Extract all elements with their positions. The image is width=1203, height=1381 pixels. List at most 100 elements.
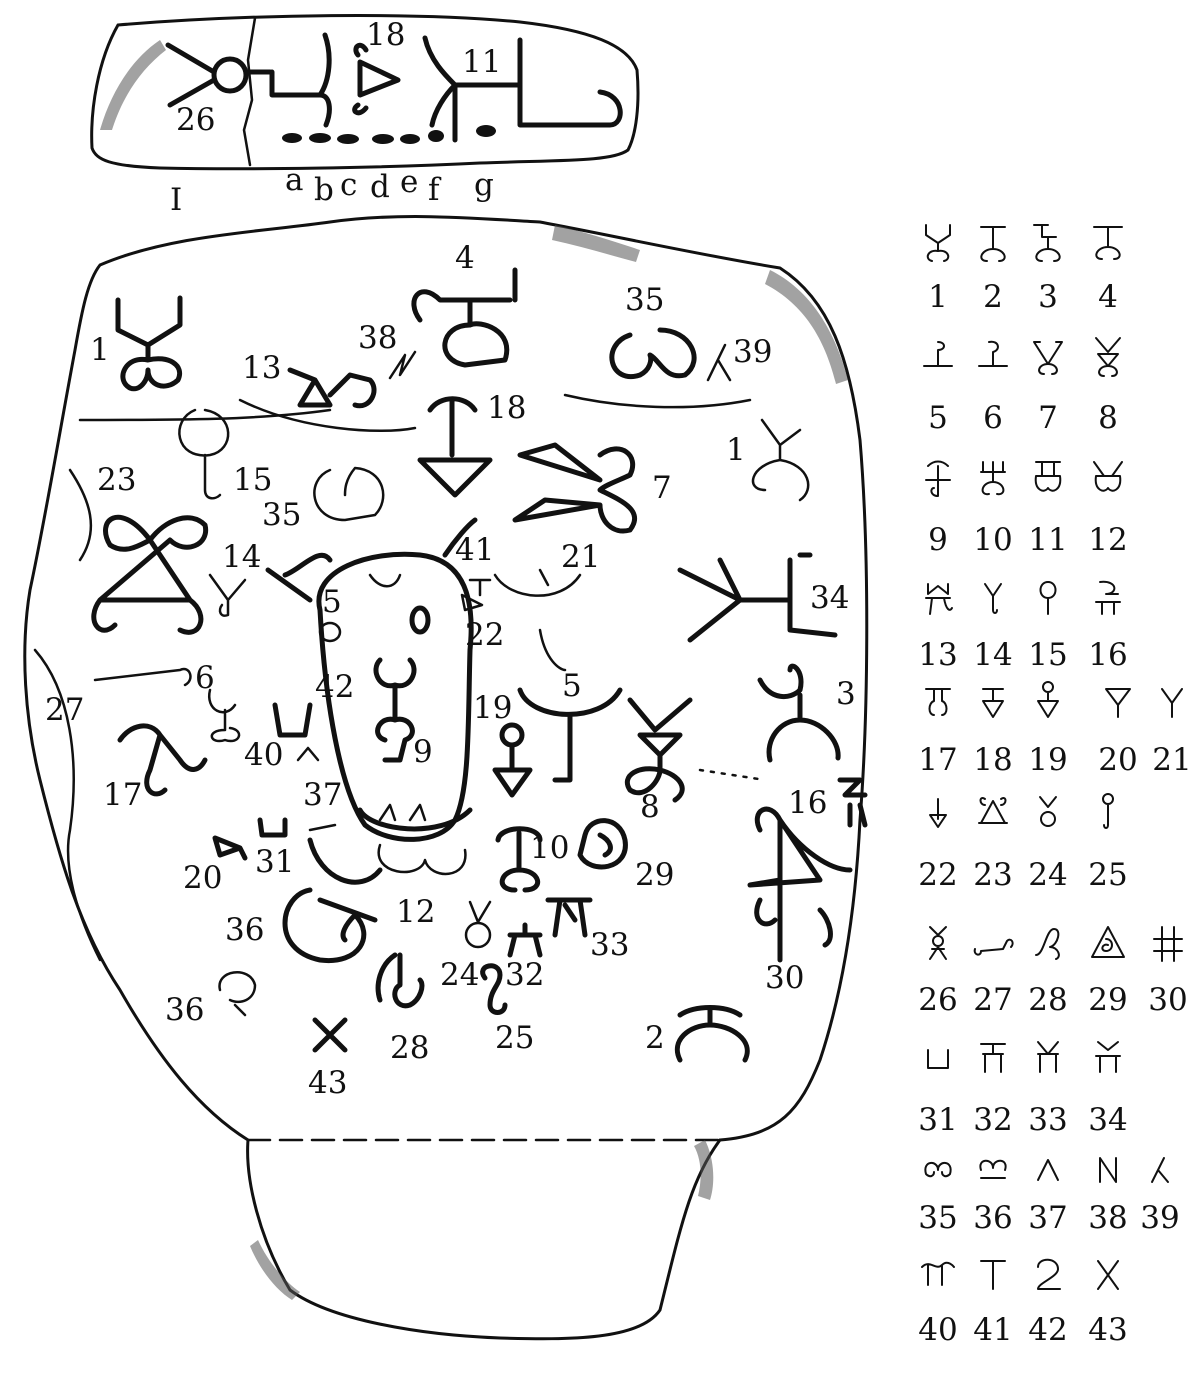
key-label: 11 xyxy=(1028,522,1067,558)
key-label: 6 xyxy=(983,400,1003,436)
key-label: 38 xyxy=(1088,1200,1127,1236)
stone-edge-shading xyxy=(552,225,640,262)
key-label: 4 xyxy=(1098,279,1118,315)
key-glyph-circle-stem xyxy=(1103,794,1113,828)
stone-label: 16 xyxy=(788,785,827,821)
key-label: 9 xyxy=(928,522,948,558)
stone-label: 25 xyxy=(495,1020,534,1056)
key-label: 43 xyxy=(1088,1312,1127,1348)
stone-label: 41 xyxy=(455,532,494,568)
stone-label: 40 xyxy=(244,737,283,773)
upper-fragment: 18 11 26 I a b c d e f g xyxy=(92,16,638,218)
stone-label: 38 xyxy=(358,320,397,356)
stone-glyph-31 xyxy=(260,820,285,835)
stone-label: 37 xyxy=(303,777,342,813)
key-label: 42 xyxy=(1028,1312,1067,1348)
frag-label: e xyxy=(400,164,418,200)
key-label: 36 xyxy=(973,1200,1012,1236)
key-label: 22 xyxy=(918,857,957,893)
key-label: 26 xyxy=(918,982,957,1018)
stone-glyph-4 xyxy=(414,270,515,365)
key-glyph-lambda xyxy=(1152,1158,1168,1182)
frag-label: 18 xyxy=(366,17,405,53)
stone-label: 2 xyxy=(645,1020,665,1056)
key-label: 32 xyxy=(973,1102,1012,1138)
stone-label: 17 xyxy=(103,777,142,813)
frag-label: a xyxy=(285,162,303,198)
key-glyph-triangle-loops xyxy=(979,798,1007,823)
fragment-dot-row xyxy=(282,125,496,144)
key-glyph-X xyxy=(1098,1261,1118,1289)
key-glyph-T-triangle xyxy=(983,689,1003,717)
glyph-key: 1234567891011121314151617181920212223242… xyxy=(918,225,1191,1348)
key-label: 3 xyxy=(1038,279,1058,315)
key-glyph-V-on-loops xyxy=(926,225,950,261)
stone-glyph-37-caret xyxy=(298,748,318,760)
stone-glyph-30 xyxy=(750,809,850,960)
stone-glyph-24 xyxy=(466,902,490,947)
stone-label: 29 xyxy=(635,857,674,893)
stone-label: 21 xyxy=(561,539,600,575)
frag-label: 11 xyxy=(462,44,501,80)
stone-glyph-22 xyxy=(462,595,482,610)
key-label: 16 xyxy=(1088,637,1127,673)
stone-label: 4 xyxy=(455,240,475,276)
key-label: 25 xyxy=(1088,857,1127,893)
stone-label: 15 xyxy=(233,462,272,498)
frag-label: b xyxy=(314,172,334,208)
stone-glyph-20 xyxy=(215,838,245,858)
stone-label: 9 xyxy=(413,734,433,770)
stone-glyph-35 xyxy=(612,330,694,377)
stone-glyph-37 xyxy=(310,825,335,830)
key-label: 30 xyxy=(1148,982,1187,1018)
key-label: 20 xyxy=(1098,742,1137,778)
stone-label: 35 xyxy=(262,497,301,533)
stone-glyph-12 xyxy=(379,845,466,874)
key-label: 1 xyxy=(928,279,948,315)
key-label: 28 xyxy=(1028,982,1067,1018)
key-glyph-pi-hook xyxy=(926,689,950,715)
stone-glyph-6 xyxy=(209,690,239,741)
stone-glyph-14 xyxy=(210,575,245,616)
key-glyph-spiral-triangle xyxy=(1092,927,1124,957)
stone-glyph-41 xyxy=(470,580,490,595)
stone-glyph-3 xyxy=(760,666,838,760)
stone-glyph-36b xyxy=(220,972,255,1015)
fragment-glyph-18 xyxy=(355,45,398,112)
stone-label: 33 xyxy=(590,927,629,963)
key-glyph-double-cross xyxy=(1154,927,1182,961)
stone-glyph-1 xyxy=(118,298,180,389)
stone-label: 43 xyxy=(308,1065,347,1101)
key-glyph-loop-pair xyxy=(925,1163,950,1176)
stone-label: 39 xyxy=(733,334,772,370)
key-glyph-arrow-down xyxy=(930,799,946,827)
key-label: 8 xyxy=(1098,400,1118,436)
central-face xyxy=(268,520,475,839)
frag-label: d xyxy=(370,169,390,205)
stone-left-ridge xyxy=(70,470,91,560)
stone-glyph-7 xyxy=(515,445,635,531)
key-glyph-S-loop xyxy=(1036,929,1059,959)
key-label: 18 xyxy=(973,742,1012,778)
stone-glyph-19 xyxy=(495,725,530,795)
key-label: 14 xyxy=(973,637,1012,673)
frag-label: c xyxy=(340,167,357,203)
key-label: 15 xyxy=(1028,637,1067,673)
stone-label: 10 xyxy=(530,830,569,866)
frag-label: 26 xyxy=(176,102,215,138)
fragment-crack xyxy=(244,18,255,165)
key-glyph-cross-loop xyxy=(926,462,950,497)
stone-glyph-18 xyxy=(420,399,490,495)
fragment-glyph-bar xyxy=(272,35,329,125)
stone-glyph-33 xyxy=(548,900,590,935)
key-glyph-V-loops xyxy=(1094,462,1122,491)
stone-label: 1 xyxy=(726,432,746,468)
key-label: 7 xyxy=(1038,400,1058,436)
key-label: 34 xyxy=(1088,1102,1127,1138)
stone-label: 14 xyxy=(222,539,261,575)
frag-label: g xyxy=(474,167,494,203)
stone-label: 42 xyxy=(315,669,354,705)
fragment-glyph-26 xyxy=(168,45,270,105)
key-glyph-N xyxy=(1100,1158,1116,1182)
stone-glyph-25 xyxy=(483,966,505,1013)
